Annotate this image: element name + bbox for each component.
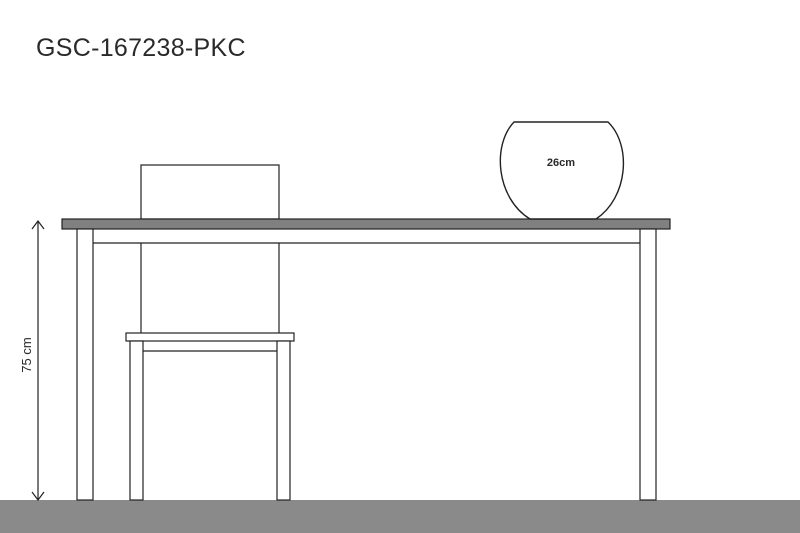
- table-leg-right: [639, 228, 657, 501]
- table-leg-left: [76, 228, 94, 501]
- planter-pot: [499, 121, 625, 220]
- chair-leg-back: [276, 340, 291, 501]
- height-dimension-arrow: [31, 220, 45, 501]
- floor: [0, 500, 800, 533]
- chair-seat: [125, 332, 295, 342]
- chair-back-posts: [140, 243, 280, 333]
- chair-frame: [129, 340, 291, 501]
- height-dimension-label: 75 cm: [19, 337, 34, 372]
- pot-size-label: 26cm: [547, 157, 575, 169]
- table-frame: [76, 228, 657, 501]
- chair-leg-front: [129, 340, 144, 501]
- table-top: [61, 218, 671, 230]
- product-code-title: GSC-167238-PKC: [36, 34, 246, 62]
- chair-backrest: [140, 164, 280, 220]
